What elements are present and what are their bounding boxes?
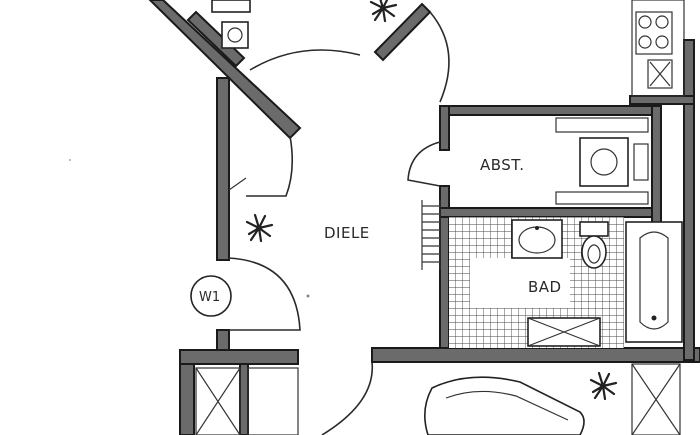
sink-icon (511, 219, 563, 259)
stove-icon (635, 11, 673, 55)
sofa-icon (424, 376, 585, 435)
abst-bottom-wall (439, 207, 655, 218)
wardrobe (421, 200, 441, 270)
bathtub-icon (625, 221, 683, 343)
shower-tray (527, 317, 601, 347)
room-label-bad: BAD (528, 278, 562, 296)
lower-mid-wall (239, 363, 249, 435)
hall: DIELE (228, 177, 370, 242)
plant-icon (369, 0, 398, 23)
top-left-fixture (211, 0, 251, 49)
kitchen (631, 0, 685, 97)
washing-machine-icon (579, 137, 649, 187)
kitchen-bottom-wall (629, 95, 695, 105)
room-label-abst: ABST. (480, 156, 524, 174)
plant-icon (589, 371, 618, 401)
hall-left-wall (216, 77, 230, 261)
plant-icon (245, 213, 274, 243)
door-swing-top (249, 49, 361, 71)
far-right-wall (683, 39, 695, 361)
abst-left-wall (439, 105, 450, 151)
bottom-wall-left (179, 349, 299, 365)
bottom-wall-right (371, 347, 700, 363)
lower-closets (195, 367, 299, 435)
right-closet (631, 363, 681, 435)
abst-room: ABST. (480, 117, 649, 205)
w1-tag: W1 (190, 275, 232, 317)
toilet-icon (579, 221, 609, 269)
diagonal-wall-inner (186, 10, 246, 68)
tag-label-w1: W1 (199, 290, 220, 305)
bathroom: BAD (449, 217, 683, 348)
door-swing-hall (246, 135, 294, 197)
door-swing-bottom (321, 361, 374, 435)
door-swing-w1 (228, 257, 301, 331)
door-swing-top-right (429, 11, 450, 103)
right-outer-wall (651, 105, 662, 227)
door-swing-abst (407, 141, 441, 187)
abst-top-wall (439, 105, 659, 116)
diagonal-wall (148, 0, 302, 140)
lower-left-wall (179, 363, 195, 435)
room-label-diele: DIELE (324, 224, 370, 242)
